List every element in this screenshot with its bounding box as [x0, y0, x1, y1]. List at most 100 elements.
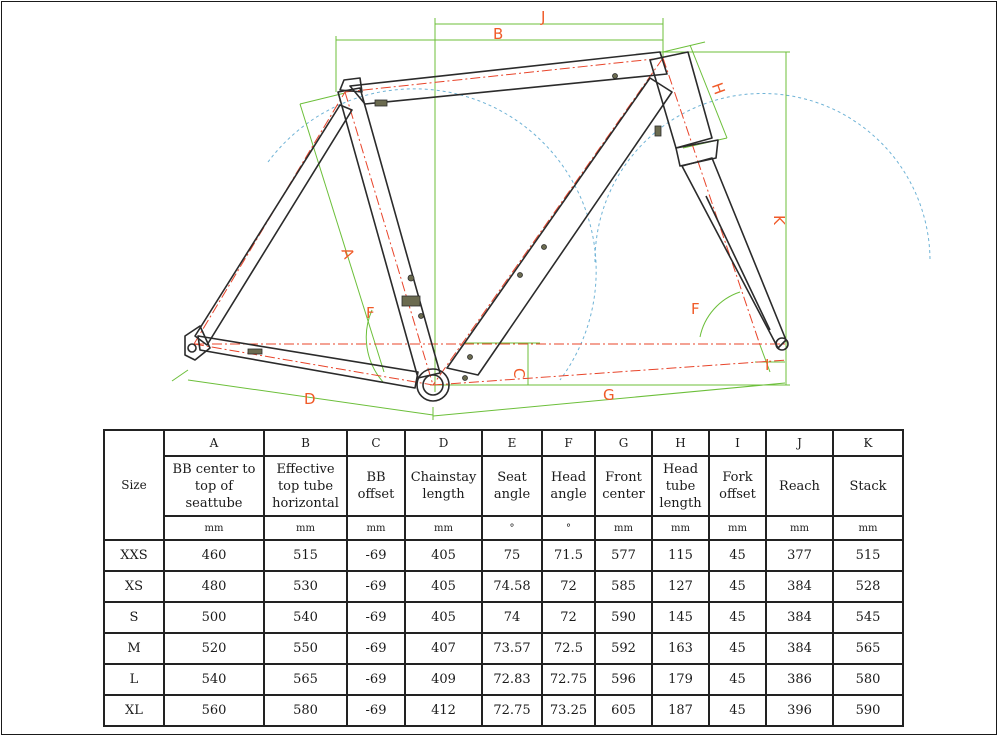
rear-dropout — [184, 325, 211, 361]
value-cell-d: 409 — [404, 663, 483, 696]
value-cell-k: 528 — [832, 570, 904, 603]
value-cell-j: 384 — [765, 570, 834, 603]
value-cell-f: 73.25 — [541, 694, 596, 727]
label-h: H — [708, 80, 729, 97]
column-description-line: Chainstay — [410, 470, 477, 485]
label-b: B — [493, 25, 503, 43]
column-description-line: Stack — [849, 478, 887, 494]
value-cell-h: 187 — [651, 694, 710, 727]
value-cell-a: 540 — [163, 663, 265, 696]
value-cell-k: 590 — [832, 694, 904, 727]
value-cell-b: 530 — [263, 570, 348, 603]
value-cell-f: 72 — [541, 601, 596, 634]
fork-crown — [675, 139, 719, 167]
column-unit-a: mm — [163, 515, 265, 541]
value-cell-d: 405 — [404, 539, 483, 572]
down-tube — [446, 77, 673, 376]
column-unit-j: mm — [765, 515, 834, 541]
label-c: C — [510, 368, 528, 378]
value-cell-k: 580 — [832, 663, 904, 696]
head-angle-arc — [594, 93, 931, 263]
column-description-i: Fork offset — [708, 455, 767, 517]
column-unit-i: mm — [708, 515, 767, 541]
column-description-line: length — [659, 495, 702, 511]
column-unit-h: mm — [651, 515, 710, 541]
value-cell-h: 179 — [651, 663, 710, 696]
value-cell-b: 580 — [263, 694, 348, 727]
column-unit-k: mm — [832, 515, 904, 541]
value-cell-c: -69 — [346, 601, 406, 634]
value-cell-h: 127 — [651, 570, 710, 603]
column-description-line: seattube — [185, 495, 243, 511]
column-letter-e: E — [481, 429, 543, 457]
value-cell-i: 45 — [708, 632, 767, 665]
column-description-line: Head — [550, 470, 587, 485]
value-cell-c: -69 — [346, 632, 406, 665]
top-tube — [349, 51, 668, 105]
value-cell-c: -69 — [346, 570, 406, 603]
column-description-f: Head angle — [541, 455, 596, 517]
column-letter-c: C — [346, 429, 406, 457]
value-cell-g: 577 — [594, 539, 653, 572]
value-cell-h: 163 — [651, 632, 710, 665]
column-letter-g: G — [594, 429, 653, 457]
value-cell-f: 72.5 — [541, 632, 596, 665]
value-cell-i: 45 — [708, 539, 767, 572]
column-unit-d: mm — [404, 515, 483, 541]
value-cell-b: 540 — [263, 601, 348, 634]
head-tube — [649, 51, 713, 149]
column-description-line: angle — [550, 487, 587, 502]
column-description-line: offset — [357, 487, 395, 502]
column-letter-k: K — [832, 429, 904, 457]
value-cell-h: 145 — [651, 601, 710, 634]
label-j: J — [540, 8, 545, 26]
front-dropout — [775, 337, 789, 351]
column-description-k: Stack — [832, 455, 904, 517]
value-cell-j: 384 — [765, 632, 834, 665]
value-cell-d: 412 — [404, 694, 483, 727]
label-d: D — [304, 390, 316, 408]
bottom-bracket — [416, 368, 450, 402]
value-cell-a: 460 — [163, 539, 265, 572]
value-cell-c: -69 — [346, 663, 406, 696]
value-cell-h: 115 — [651, 539, 710, 572]
size-cell: L — [103, 663, 165, 696]
value-cell-e: 75 — [481, 539, 543, 572]
value-cell-e: 72.75 — [481, 694, 543, 727]
value-cell-b: 515 — [263, 539, 348, 572]
value-cell-a: 480 — [163, 570, 265, 603]
value-cell-k: 515 — [832, 539, 904, 572]
size-cell: M — [103, 632, 165, 665]
column-description-line: Reach — [779, 478, 820, 494]
column-description-line: offset — [719, 487, 756, 502]
size-header: Size — [103, 429, 165, 541]
value-cell-b: 550 — [263, 632, 348, 665]
frame-outline — [184, 51, 789, 402]
chain-stay — [197, 335, 419, 389]
column-description-line: Head — [662, 461, 699, 477]
column-letter-h: H — [651, 429, 710, 457]
column-description-line: Fork — [722, 470, 753, 485]
value-cell-d: 407 — [404, 632, 483, 665]
column-description-line: angle — [493, 487, 531, 502]
value-cell-e: 74.58 — [481, 570, 543, 603]
value-cell-j: 396 — [765, 694, 834, 727]
column-unit-c: mm — [346, 515, 406, 541]
value-cell-e: 73.57 — [481, 632, 543, 665]
column-description-line: center — [602, 487, 645, 502]
size-cell: XS — [103, 570, 165, 603]
column-description-line: tube — [665, 478, 696, 494]
value-cell-j: 384 — [765, 601, 834, 634]
size-cell: S — [103, 601, 165, 634]
value-cell-e: 72.83 — [481, 663, 543, 696]
